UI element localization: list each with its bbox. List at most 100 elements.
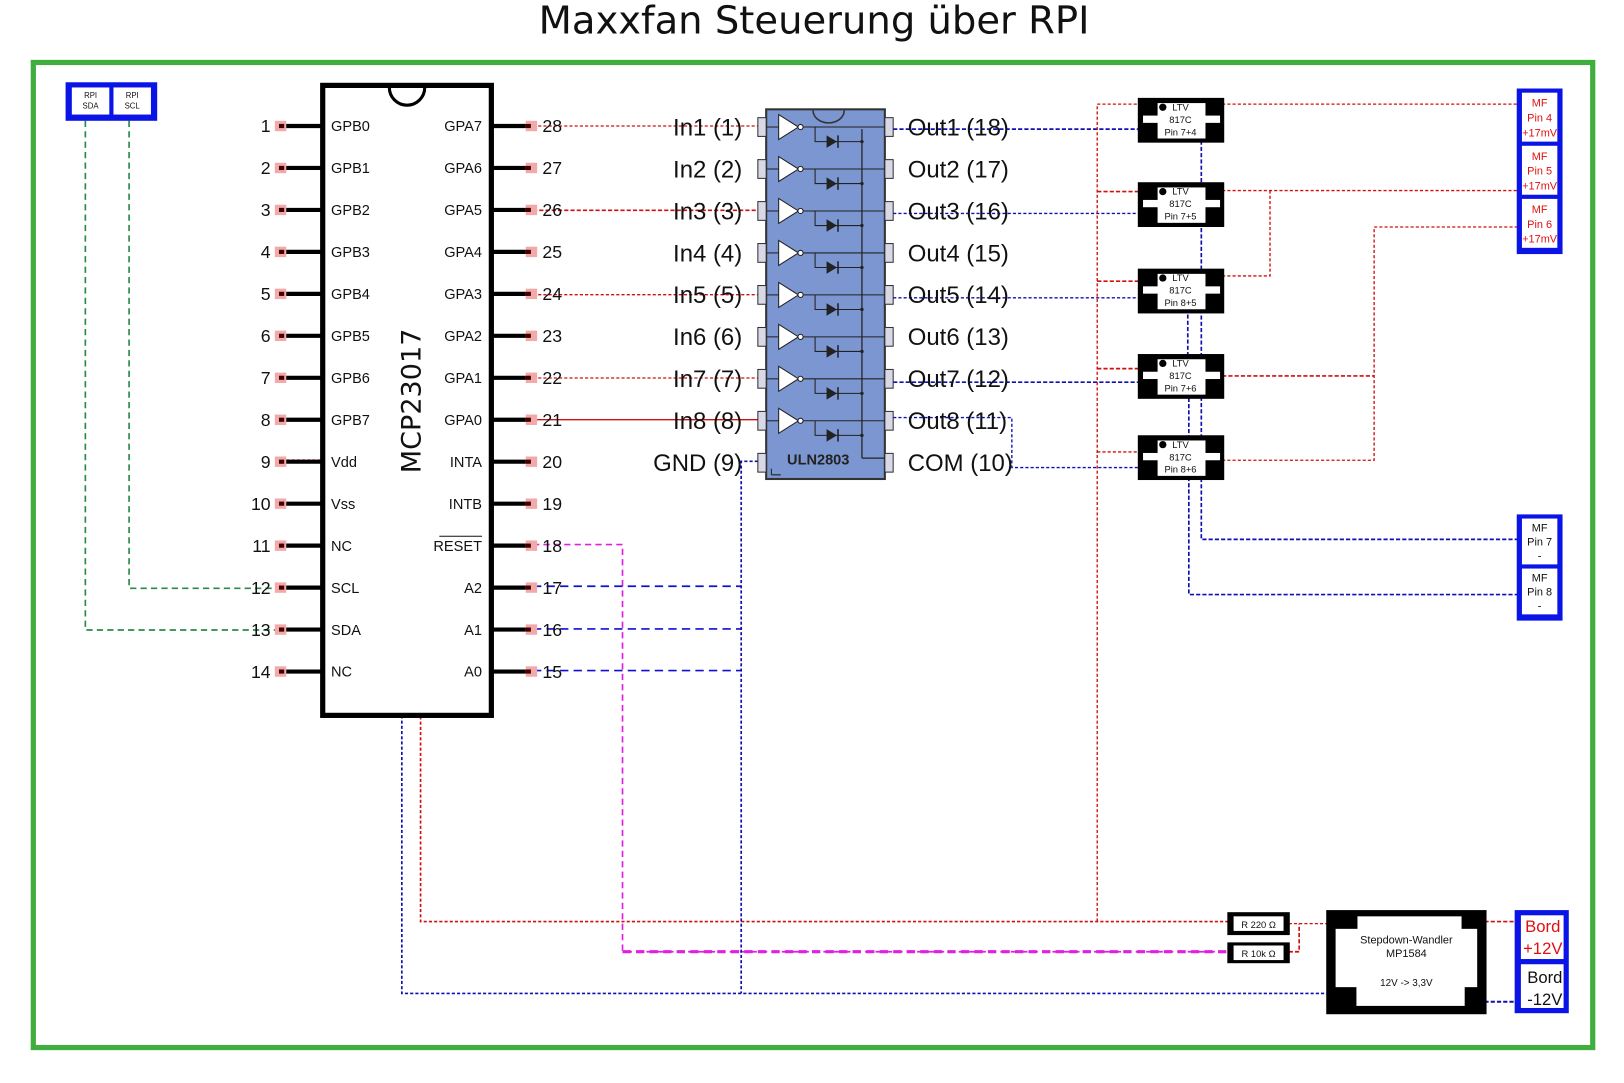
pin-pad[interactable]	[525, 456, 538, 467]
wire-mf6	[1222, 226, 1518, 461]
pin-number: 15	[542, 662, 562, 682]
pin-leg	[757, 159, 767, 179]
uln-input-pin[interactable]: In1 (1)	[673, 114, 767, 141]
uln-input-pin[interactable]: In3 (3)	[673, 198, 767, 225]
pin-pad[interactable]	[525, 288, 538, 300]
uln-output-pin[interactable]: Out4 (15)	[884, 240, 1009, 267]
uln-output-pin[interactable]: Out5 (14)	[884, 282, 1009, 309]
wire-scl	[128, 120, 279, 590]
pin-label: GPA0	[444, 413, 482, 429]
pin-pad[interactable]	[525, 498, 538, 509]
opto-pins: Pin 8+6	[1164, 465, 1196, 475]
rpi-sda-label: SDA	[83, 101, 100, 110]
mf-pin-label: MF	[1532, 151, 1548, 163]
bord-plus-voltage: +12V	[1523, 939, 1563, 958]
uln-input-pin[interactable]: GND (9)	[653, 450, 767, 477]
pin-leg	[884, 326, 894, 347]
pin-pad[interactable]	[525, 162, 538, 174]
pin-pad[interactable]	[525, 372, 538, 383]
uln-output-pin[interactable]: Out2 (17)	[884, 156, 1009, 183]
pin-number: 10	[251, 494, 271, 514]
pin-pad[interactable]	[525, 624, 538, 635]
pin-pad[interactable]	[525, 414, 538, 425]
pin-pad-core	[278, 417, 285, 422]
pin-pad[interactable]	[525, 666, 538, 677]
bord-plus-pin[interactable]	[1520, 915, 1564, 960]
mcp-pin-10[interactable]: 10 Vss	[251, 494, 355, 514]
pin-label: GPA7	[444, 119, 482, 135]
pin-pad[interactable]	[525, 540, 538, 551]
rpi-sda-pin[interactable]	[71, 87, 110, 115]
uln-output-pin[interactable]: COM (10)	[884, 450, 1013, 477]
resistor-220: R 220 Ω	[1227, 912, 1290, 936]
uln-input-pin[interactable]: In7 (7)	[673, 366, 767, 393]
pin-pad[interactable]	[525, 120, 538, 132]
pin-number: 2	[261, 158, 271, 178]
uln-input-pin[interactable]: In6 (6)	[673, 324, 767, 351]
rpi-scl-pin[interactable]	[113, 87, 151, 115]
pin-pad-core	[525, 669, 531, 674]
pin-number: 20	[542, 452, 562, 472]
uln-input-pin[interactable]: In2 (2)	[673, 156, 767, 183]
bord-minus-voltage: -12V	[1527, 990, 1563, 1009]
pin-pad[interactable]	[525, 204, 538, 216]
bord-minus-pin[interactable]	[1520, 964, 1564, 1008]
uln-channel	[766, 281, 885, 316]
pin-pad[interactable]	[525, 246, 538, 258]
uln-channels	[766, 113, 885, 442]
uln-output-pin[interactable]: Out7 (12)	[884, 366, 1009, 393]
uln-output-pin[interactable]: Out6 (13)	[884, 324, 1009, 351]
uln-output-pin[interactable]: Out3 (16)	[884, 198, 1009, 225]
mf-pin-label: MF	[1532, 523, 1548, 535]
pin-pad[interactable]	[525, 330, 538, 342]
pin-pad[interactable]	[525, 582, 538, 593]
diode-icon	[826, 177, 837, 190]
pin-leg	[757, 410, 767, 431]
uln-input-pin[interactable]: In8 (8)	[673, 408, 767, 435]
uln-output-label: Out2 (17)	[908, 156, 1009, 183]
pin-label: Vss	[331, 497, 355, 513]
rpi-scl-label: SCL	[125, 101, 141, 110]
pin-label: RESET	[433, 539, 482, 555]
uln-output-pin[interactable]: Out8 (11)	[884, 408, 1007, 435]
uln-input-pin[interactable]: In5 (5)	[673, 282, 767, 309]
uln-output-pin[interactable]: Out1 (18)	[884, 114, 1009, 141]
pin-label: GPA2	[444, 329, 482, 345]
uln-input-pin[interactable]: In4 (4)	[673, 240, 767, 267]
pin-label: GPA6	[444, 161, 482, 177]
